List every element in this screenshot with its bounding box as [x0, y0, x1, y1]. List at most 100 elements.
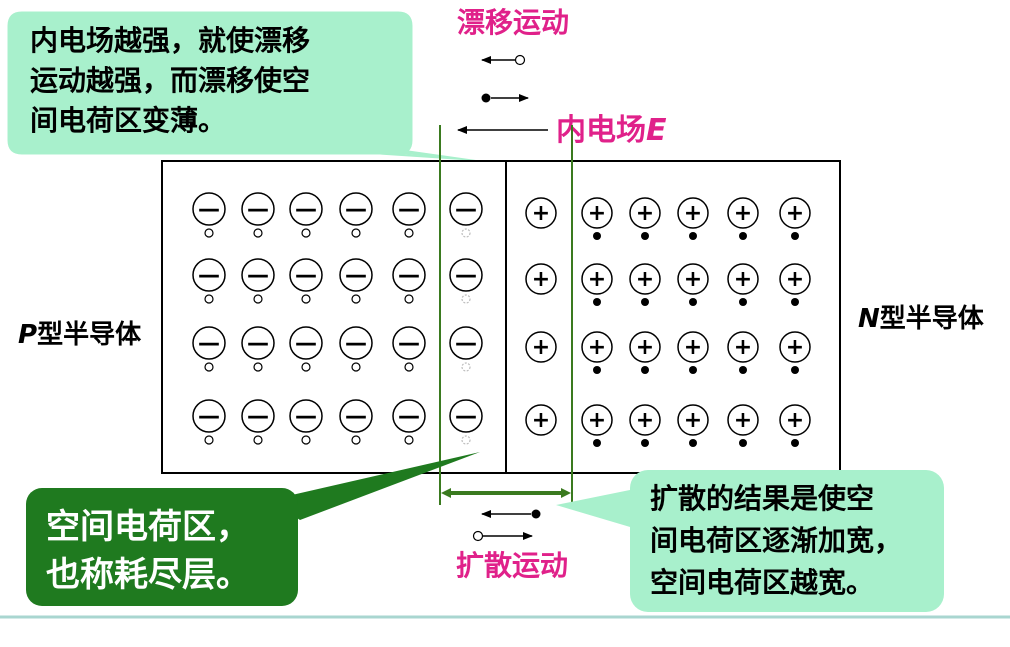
- callout-bottom-right: 扩散的结果是使空 间电荷区逐渐加宽， 空间电荷区越宽。: [556, 470, 944, 612]
- positive-ion-symbol: +: [684, 408, 702, 433]
- negative-acceptor-ion: —: [192, 399, 226, 445]
- positive-donor-ion: +: [727, 404, 759, 447]
- hole: [301, 362, 311, 372]
- semiconductor-frame: [161, 160, 841, 474]
- negative-ion-symbol: —: [198, 263, 220, 288]
- negative-ion-symbol: —: [455, 404, 477, 429]
- callout-top-left: 内电场越强，就使漂移 运动越强，而漂移使空 间电荷区变薄。: [7, 11, 490, 162]
- hole: [461, 362, 471, 372]
- negative-ion-symbol: —: [398, 331, 420, 356]
- positive-ion-symbol: +: [734, 201, 752, 226]
- positive-ion-symbol: +: [532, 335, 550, 360]
- positive-donor-ion: +: [779, 197, 811, 240]
- negative-acceptor-ion: —: [392, 258, 426, 304]
- positive-donor-ion: +: [581, 197, 613, 240]
- hole: [404, 435, 414, 445]
- electron: [689, 232, 697, 240]
- hole: [404, 362, 414, 372]
- negative-ion-symbol: —: [295, 197, 317, 222]
- electron: [593, 298, 601, 306]
- hole: [461, 435, 471, 445]
- hole: [204, 294, 214, 304]
- negative-acceptor-ion: —: [192, 258, 226, 304]
- negative-acceptor-ion: —: [192, 326, 226, 372]
- negative-ion-symbol: —: [295, 404, 317, 429]
- positive-donor-ion: +: [581, 404, 613, 447]
- positive-ion-symbol: +: [734, 408, 752, 433]
- diffusion-arrow-hole: [472, 530, 533, 542]
- p-type-text: 型半导体: [37, 320, 142, 350]
- electron: [739, 232, 747, 240]
- hole: [204, 228, 214, 238]
- electron: [689, 366, 697, 374]
- negative-acceptor-ion: —: [289, 399, 323, 445]
- callout-bottom-right-line-1: 扩散的结果是使空: [650, 482, 874, 515]
- positive-ion-symbol: +: [684, 267, 702, 292]
- negative-ion-symbol: —: [198, 404, 220, 429]
- internal-field-text: 内电场: [556, 113, 646, 148]
- negative-ion-symbol: —: [455, 331, 477, 356]
- negative-acceptor-ion: —: [449, 258, 483, 304]
- positive-ion-symbol: +: [734, 267, 752, 292]
- negative-ion-symbol: —: [247, 263, 269, 288]
- electron: [689, 439, 697, 447]
- callout-bottom-left: 空间电荷区， 也称耗尽层。: [26, 452, 480, 606]
- positive-donor-ion: +: [779, 331, 811, 374]
- callout-top-left-line-3: 间电荷区变薄。: [30, 104, 226, 137]
- negative-acceptor-ion: —: [241, 399, 275, 445]
- internal-field-symbol: E: [646, 113, 667, 148]
- positive-donor-ion: +: [629, 331, 661, 374]
- negative-ion-symbol: —: [455, 263, 477, 288]
- positive-ion-symbol: +: [636, 267, 654, 292]
- negative-acceptor-ion: —: [339, 258, 373, 304]
- hole: [204, 362, 214, 372]
- hole: [253, 435, 263, 445]
- positive-ion-symbol: +: [636, 335, 654, 360]
- positive-ion-symbol: +: [588, 267, 606, 292]
- negative-ion-symbol: —: [345, 197, 367, 222]
- positive-donor-ion: +: [727, 331, 759, 374]
- negative-acceptor-ion: —: [241, 192, 275, 238]
- electron: [739, 366, 747, 374]
- negative-ion-symbol: —: [398, 263, 420, 288]
- negative-ion-symbol: —: [345, 404, 367, 429]
- callout-bottom-right-line-2: 间电荷区逐渐加宽，: [650, 524, 902, 557]
- electron: [739, 298, 747, 306]
- electron: [641, 439, 649, 447]
- positive-donor-ion: +: [629, 263, 661, 306]
- positive-donor-ion: +: [677, 263, 709, 306]
- negative-acceptor-ion: —: [289, 258, 323, 304]
- positive-ion-symbol: +: [532, 201, 550, 226]
- negative-acceptor-ion: —: [339, 192, 373, 238]
- positive-donor-ion: +: [677, 404, 709, 447]
- negative-ion-symbol: —: [247, 197, 269, 222]
- negative-ion-symbol: —: [247, 331, 269, 356]
- negative-ion-symbol: —: [398, 197, 420, 222]
- callout-top-left-line-2: 运动越强，而漂移使空: [30, 64, 310, 97]
- hole: [301, 435, 311, 445]
- p-type-label: P型半导体: [18, 320, 142, 350]
- negative-acceptor-ion: —: [192, 192, 226, 238]
- positive-donor-ion: +: [629, 197, 661, 240]
- negative-ion-symbol: —: [295, 331, 317, 356]
- hole: [404, 294, 414, 304]
- diffusion-motion-title: 扩散运动: [456, 549, 568, 582]
- positive-ion-symbol: +: [786, 267, 804, 292]
- electron: [791, 366, 799, 374]
- positive-donor-ion: +: [581, 263, 613, 306]
- negative-acceptor-ion: —: [289, 192, 323, 238]
- positive-ion-symbol: +: [588, 335, 606, 360]
- positive-donor-ion: +: [779, 263, 811, 306]
- positive-donor-ion: +: [525, 404, 557, 436]
- positive-donor-ion: +: [677, 331, 709, 374]
- hole: [351, 228, 361, 238]
- negative-acceptor-ion: —: [241, 258, 275, 304]
- positive-donor-ion: +: [727, 263, 759, 306]
- positive-ion-symbol: +: [684, 335, 702, 360]
- negative-acceptor-ion: —: [339, 399, 373, 445]
- hole: [351, 435, 361, 445]
- electron: [689, 298, 697, 306]
- negative-acceptor-ion: —: [449, 192, 483, 238]
- callout-bottom-right-line-3: 空间电荷区越宽。: [650, 566, 874, 599]
